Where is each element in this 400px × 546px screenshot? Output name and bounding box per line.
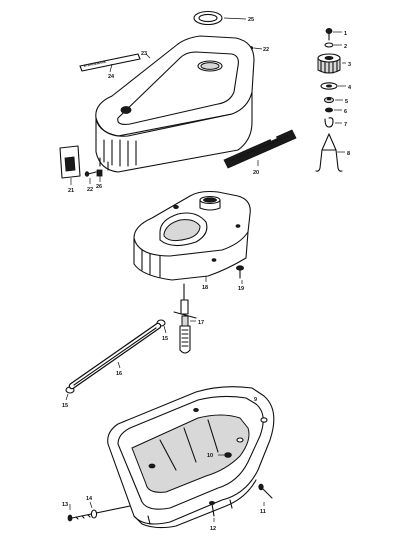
callout-4: 4 (348, 85, 352, 91)
callout-20: 20 (253, 170, 259, 176)
callout-7: 7 (344, 122, 347, 128)
callout-9: 9 (254, 397, 257, 403)
part-7-clip: 7 (324, 117, 347, 128)
callout-19: 19 (238, 286, 244, 292)
part-15-clamp-lower: 15 (62, 386, 75, 409)
callout-5: 5 (345, 99, 348, 105)
callout-6: 6 (344, 109, 347, 115)
part-23-top-cover: 23 (95, 35, 255, 173)
callout-22-top: 22 (263, 47, 269, 53)
part-17-fuel-valve: 17 (173, 283, 204, 354)
part-12-bottom-screw: 12 (208, 500, 216, 532)
callout-12: 12 (210, 526, 216, 532)
callout-15-upper: 15 (162, 336, 168, 342)
part-1-knob-screw: 1 (325, 27, 347, 41)
part-6-nut: 6 (324, 107, 347, 115)
decal-lettering: ETRADEMARK (83, 60, 107, 68)
part-3-knob: 3 (317, 53, 351, 74)
part-13-long-bolt: 13 (62, 502, 131, 522)
part-10-drain-plug: 10 (207, 452, 232, 459)
part-11-side-screw: 11 (258, 483, 273, 515)
callout-18: 18 (202, 285, 208, 291)
callout-24: 24 (108, 74, 115, 80)
callout-21: 21 (68, 188, 74, 194)
part-22-lower-screw: 22 (84, 171, 97, 193)
callout-10: 10 (207, 453, 213, 459)
part-8-latch-spring: 8 (315, 133, 350, 172)
callout-22-lower: 22 (87, 187, 93, 193)
callout-14: 14 (86, 496, 93, 502)
part-25-seal-ring: 25 (193, 10, 254, 26)
part-9-lower-pan: 9 (107, 386, 275, 529)
callout-3: 3 (348, 62, 351, 68)
callout-25: 25 (248, 17, 254, 23)
part-21-decal-plate: 21 (59, 145, 81, 194)
part-19-tank-screw: 19 (235, 265, 244, 292)
part-20-vent-grille: 20 (223, 129, 297, 176)
part-4-washer: 4 (320, 82, 352, 91)
callout-2: 2 (344, 44, 347, 50)
part-26-fastener: 26 (96, 169, 103, 190)
callout-1: 1 (344, 31, 347, 37)
callout-13: 13 (62, 502, 68, 508)
part-14-washer: 14 (86, 496, 98, 519)
callout-26: 26 (96, 184, 102, 190)
callout-11: 11 (260, 509, 266, 515)
part-5-bushing: 5 (324, 96, 348, 105)
part-2-washer: 2 (324, 42, 347, 50)
callout-8: 8 (347, 151, 350, 157)
part-16-fuel-hose: 16 (68, 322, 162, 390)
part-24-decal-strip: ETRADEMARK 24 (79, 53, 141, 80)
callout-17: 17 (198, 320, 204, 326)
callout-15-lower: 15 (62, 403, 68, 409)
callout-16: 16 (116, 371, 122, 377)
part-18-fuel-tank: 18 (133, 190, 251, 291)
callout-23: 23 (141, 51, 147, 57)
